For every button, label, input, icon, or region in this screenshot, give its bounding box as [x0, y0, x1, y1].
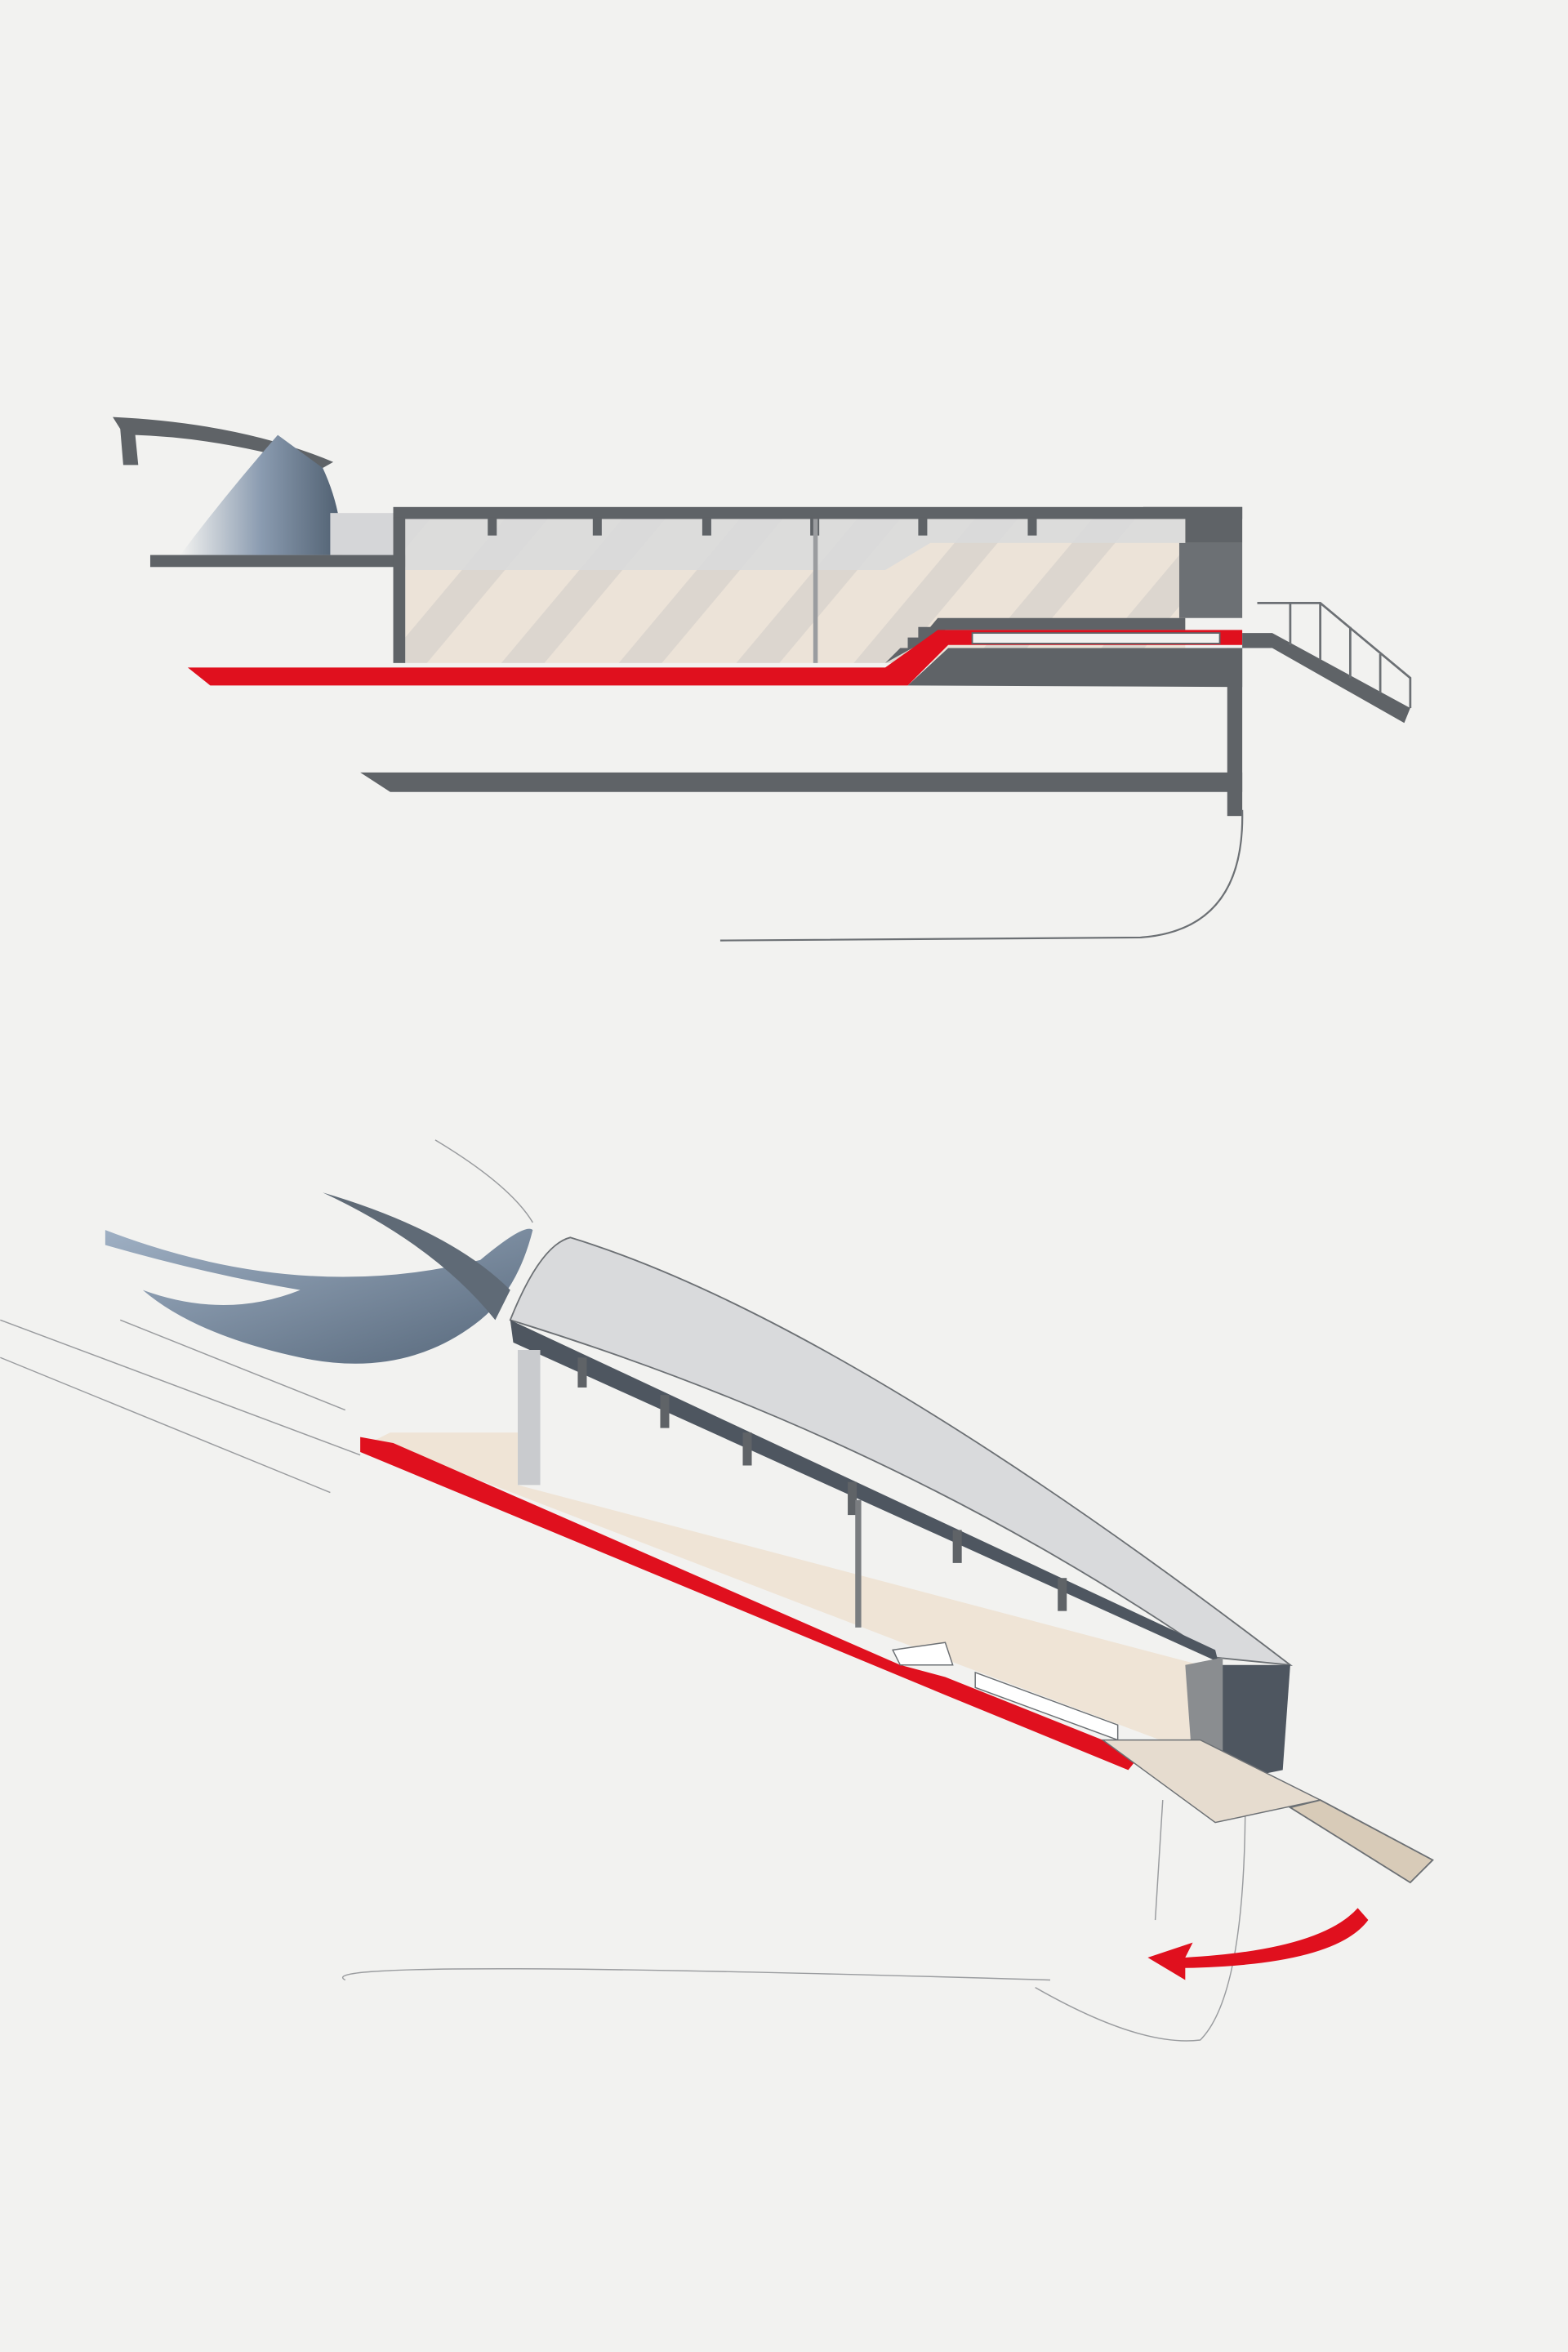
rotation-arrow-icon — [1147, 1908, 1369, 1980]
axo-landing — [1101, 1739, 1322, 1824]
hull-column — [1227, 648, 1243, 817]
gangway-railing — [1257, 601, 1412, 708]
axo-gangway — [1288, 1799, 1434, 1884]
entrance-frame — [1178, 542, 1243, 618]
axo-red-floor — [360, 1437, 1141, 1771]
lower-deck — [360, 772, 1243, 792]
hull-line — [719, 809, 1244, 942]
left-wall — [393, 517, 406, 663]
axo-stairs — [892, 1642, 954, 1666]
gangway-stairs — [1242, 633, 1410, 724]
roof-slab — [393, 506, 1243, 519]
axo-beams — [577, 1357, 1067, 1611]
canopy-column — [180, 434, 343, 555]
axonometric-drawing — [0, 1139, 1434, 2042]
stairs — [884, 617, 1186, 663]
canopy-swoosh — [105, 1228, 533, 1364]
roof-surface — [509, 1236, 1294, 1667]
roof-edge — [510, 1320, 1218, 1663]
canopy-glass — [330, 513, 397, 555]
floor-slab — [907, 648, 1243, 688]
floor-opening — [971, 632, 1221, 644]
canopy-blade — [323, 1192, 510, 1321]
section-drawing — [113, 416, 1412, 942]
axo-glass-wall — [517, 1350, 541, 1486]
column — [813, 519, 818, 663]
sketch-lines — [0, 1139, 1246, 2042]
axo-column — [855, 1499, 862, 1628]
upper-deck-line — [149, 555, 406, 568]
axo-interior — [375, 1432, 1200, 1755]
